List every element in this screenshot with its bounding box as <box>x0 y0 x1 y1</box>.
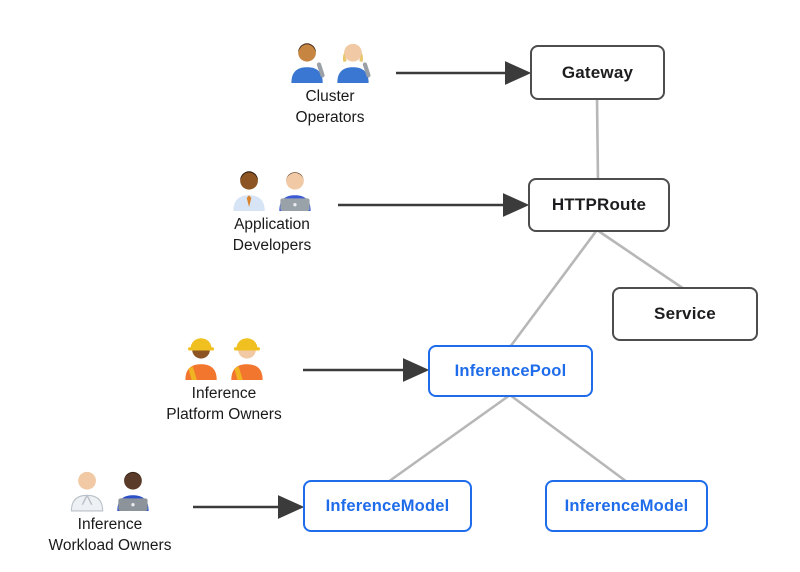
actor-label-application-developers: Application Developers <box>233 214 311 256</box>
node-label: Service <box>654 304 716 323</box>
edge-httproute-inferencepool <box>508 229 599 348</box>
node-httproute: HTTPRoute <box>528 178 670 232</box>
actor-label-line: Workload Owners <box>48 537 172 554</box>
node-service: Service <box>612 287 758 341</box>
edge-gateway-httproute <box>595 97 600 181</box>
actor-inference-workload-owners: Inference Workload Owners <box>28 464 192 556</box>
actor-label-line: Developers <box>232 237 312 254</box>
node-gateway: Gateway <box>530 45 665 100</box>
actor-label-inference-workload-owners: Inference Workload Owners <box>49 514 172 556</box>
edge-httproute-service <box>596 228 685 291</box>
actor-application-developers: Application Developers <box>190 164 354 256</box>
node-label: HTTPRoute <box>551 195 647 214</box>
actor-label-line: Operators <box>295 109 365 126</box>
node-label: Gateway <box>561 62 634 82</box>
office-worker-and-technologist-pair-icon <box>233 171 311 211</box>
edge-inferencepool-inferencemodel-1 <box>387 393 511 484</box>
node-inferencepool: InferencePool <box>428 345 593 397</box>
actor-label-line: Inference <box>191 385 257 402</box>
node-inferencemodel-1: InferenceModel <box>303 480 472 532</box>
scientist-and-technologist-pair-icon <box>70 471 149 512</box>
node-label: InferencePool <box>454 361 567 380</box>
node-label: InferenceModel <box>564 496 689 515</box>
actor-label-inference-platform-owners: Inference Platform Owners <box>166 383 281 425</box>
construction-workers-pair-icon <box>185 338 263 380</box>
edge-inferencepool-inferencemodel-2 <box>509 393 628 484</box>
actor-label-line: Platform Owners <box>166 406 282 423</box>
mechanics-pair-icon <box>291 43 371 83</box>
actor-label-line: Application <box>234 216 310 233</box>
actor-label-line: Cluster <box>305 88 355 105</box>
actor-label-cluster-operators: Cluster Operators <box>296 86 365 128</box>
node-inferencemodel-2: InferenceModel <box>545 480 708 532</box>
actor-label-line: Inference <box>77 516 143 533</box>
actor-arrows <box>193 61 532 519</box>
hierarchy-connectors <box>387 97 685 484</box>
node-label: InferenceModel <box>325 496 450 515</box>
actor-cluster-operators: Cluster Operators <box>248 36 412 128</box>
actor-inference-platform-owners: Inference Platform Owners <box>142 333 306 425</box>
